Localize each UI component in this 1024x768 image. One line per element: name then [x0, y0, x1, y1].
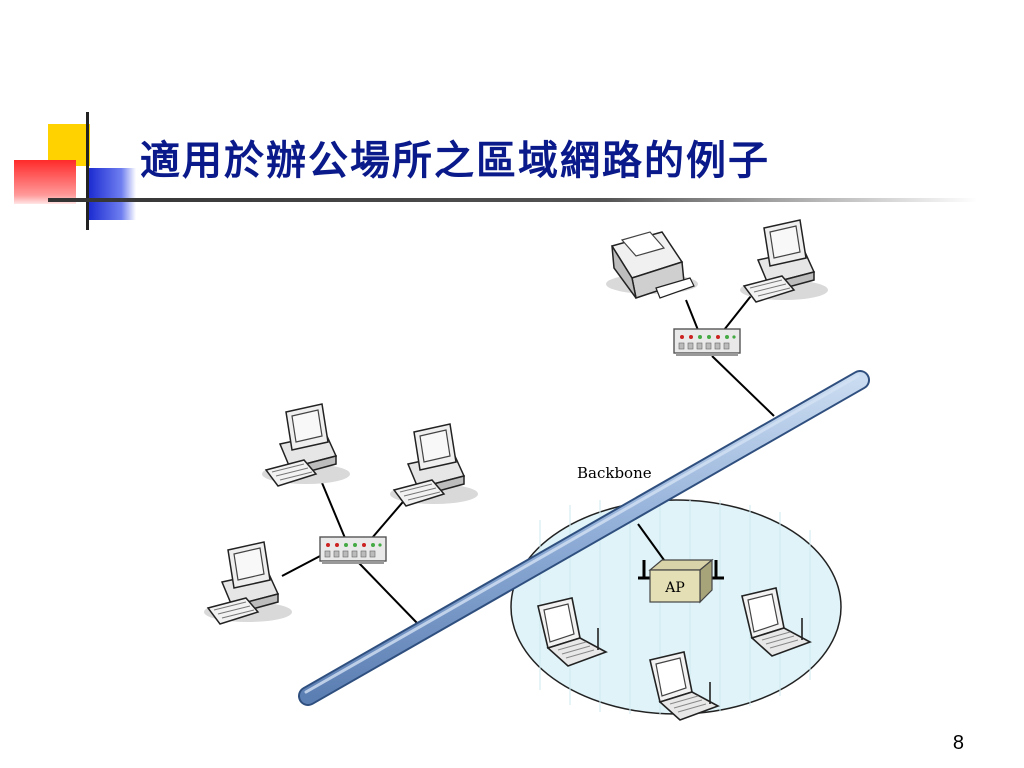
cable-hub-backbone-left: [357, 561, 419, 625]
ap-label: AP: [664, 580, 685, 596]
desktop-computer-icon: [739, 219, 829, 303]
network-hub-icon: [319, 536, 387, 565]
deco-yellow-square: [48, 124, 90, 166]
desktop-computer-icon: [261, 403, 351, 487]
desktop-computer-icon: [389, 423, 479, 507]
page-number: 8: [952, 732, 964, 754]
network-hub-icon: [673, 328, 741, 357]
cable-pc3-hub: [281, 554, 323, 577]
access-point-icon: [638, 558, 724, 604]
deco-blue-square: [88, 168, 136, 220]
cable-pc2-hub: [371, 495, 409, 539]
desktop-computer-icon: [203, 541, 293, 625]
deco-red-square: [14, 160, 76, 204]
backbone-label: Backbone: [577, 464, 652, 482]
printer-icon: [606, 231, 698, 299]
title-underline: [48, 198, 978, 202]
cable-printer-hub: [685, 299, 699, 331]
cable-hub-backbone-right: [711, 355, 775, 417]
cable-ap-backbone: [637, 523, 665, 561]
cable-pc1-hub: [319, 477, 346, 539]
slide-title: 適用於辦公場所之區域網路的例子: [140, 137, 770, 184]
backbone-cable: [298, 370, 870, 706]
deco-vertical-line: [86, 112, 89, 230]
